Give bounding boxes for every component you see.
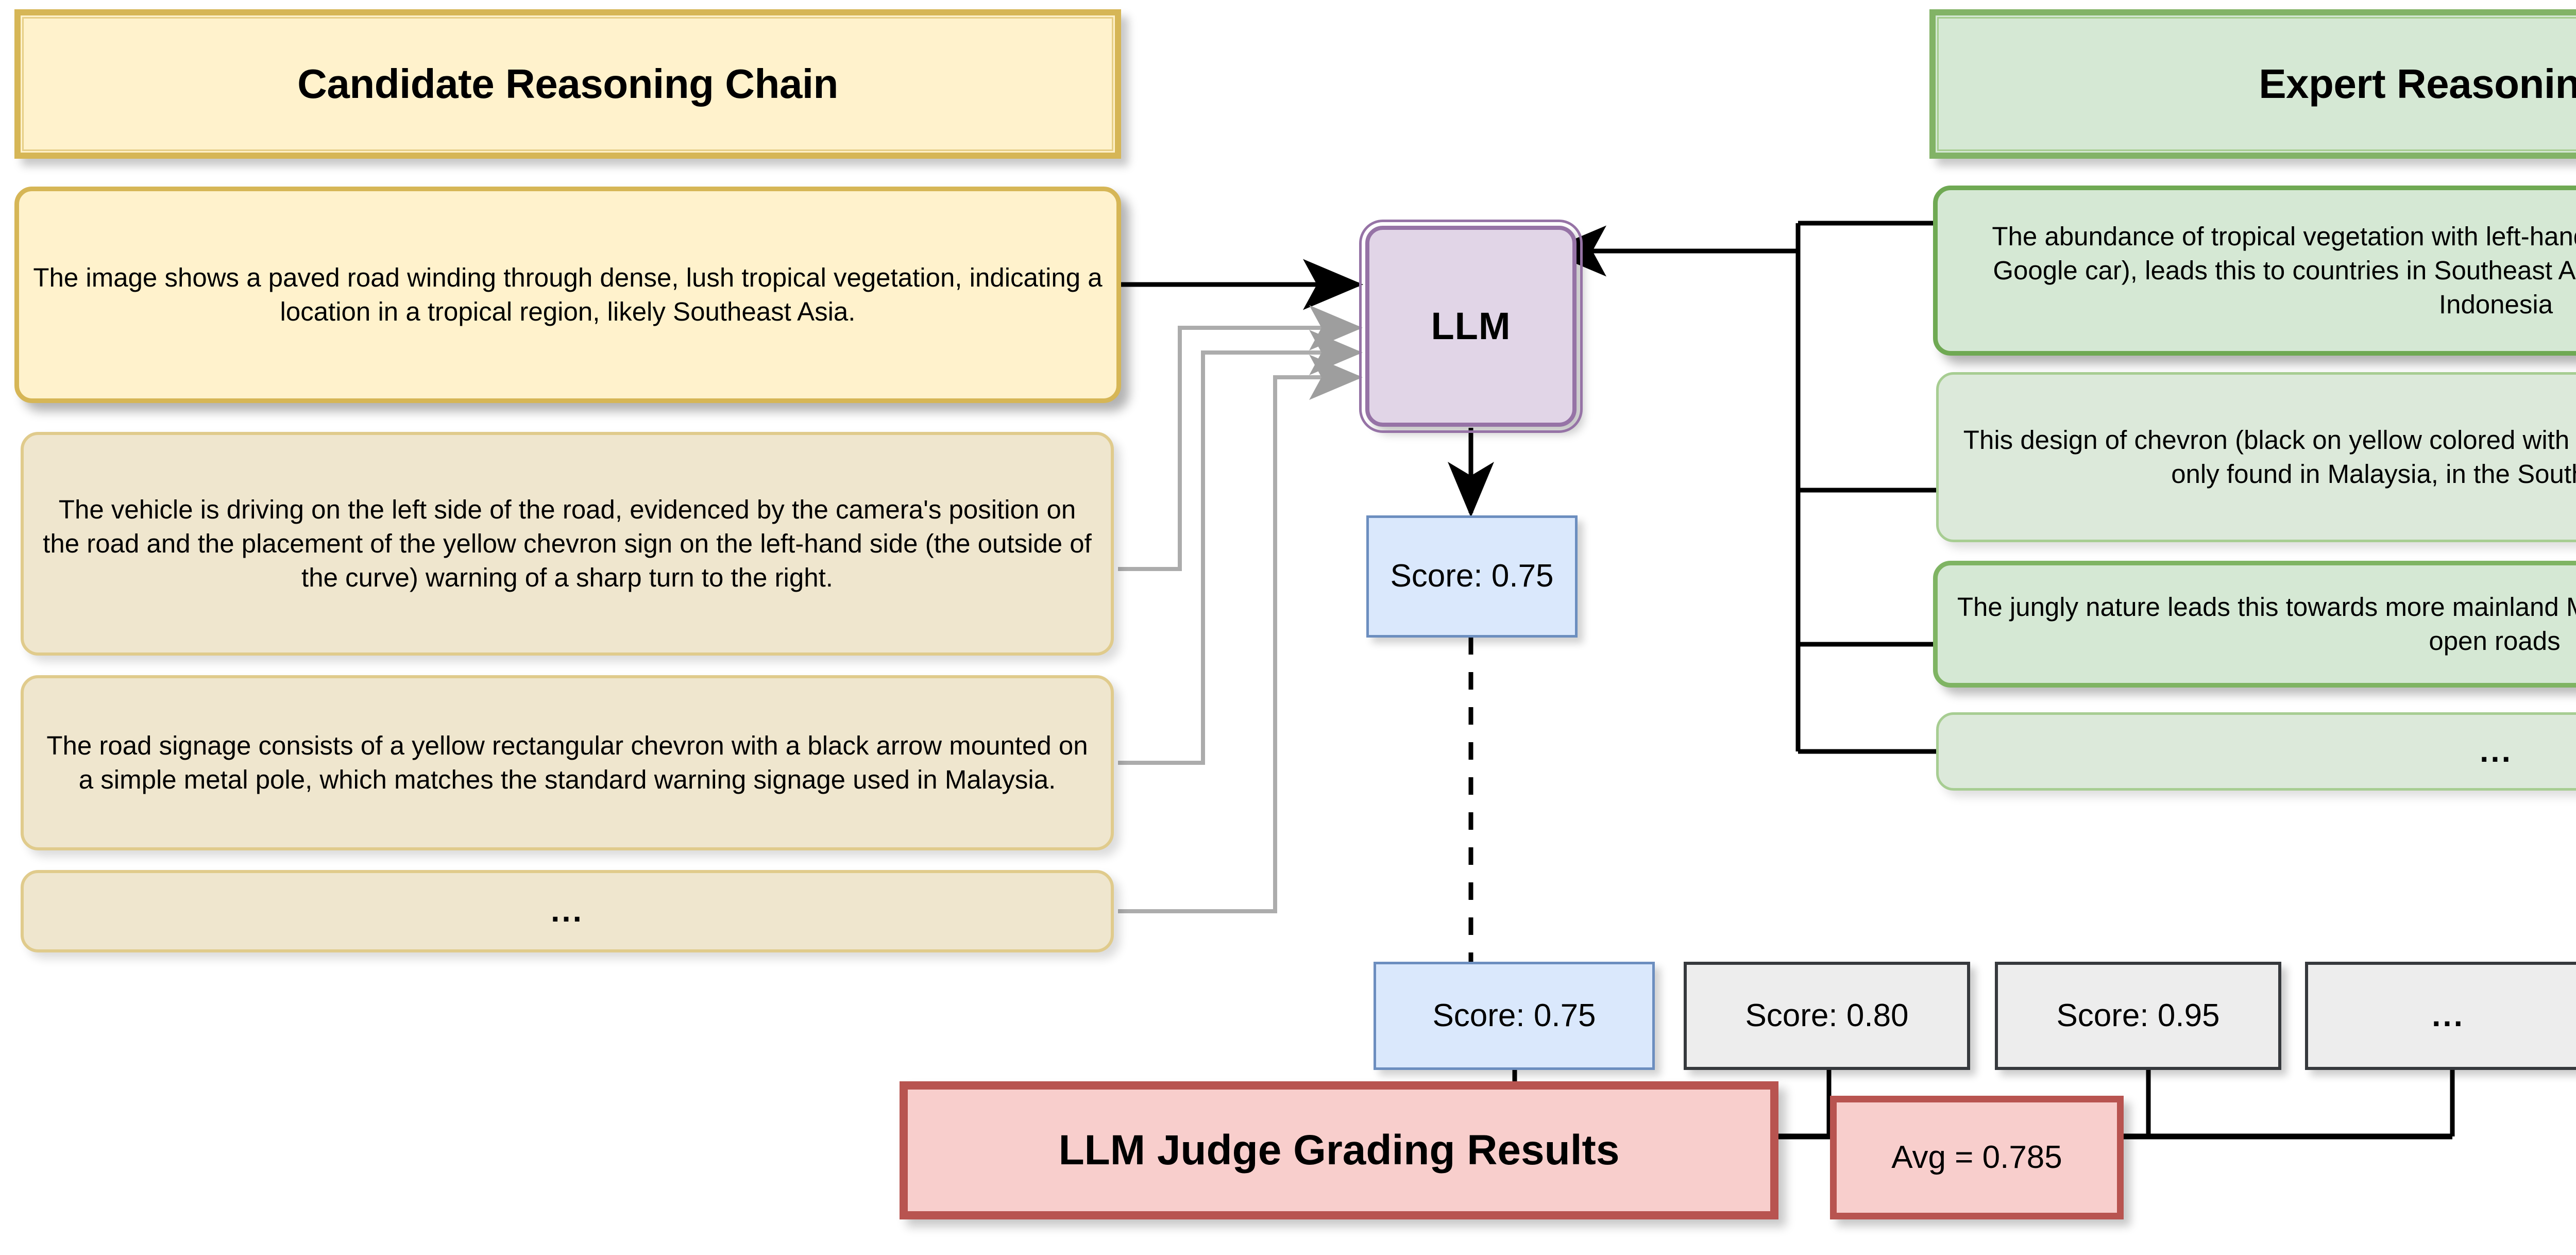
expert-step-1-text: The abundance of tropical vegetation wit…: [1992, 221, 2576, 320]
candidate-step-2-text: The vehicle is driving on the left side …: [43, 494, 1092, 593]
candidate-step-3-text: The road signage consists of a yellow re…: [46, 730, 1088, 794]
expert-step-1[interactable]: The abundance of tropical vegetation wit…: [1933, 186, 2576, 356]
candidate-chain-header-label: Candidate Reasoning Chain: [297, 61, 838, 107]
llm-judge-label: LLM: [1431, 304, 1511, 347]
candidate-step-1-text: The image shows a paved road winding thr…: [33, 262, 1103, 326]
expert-step-2[interactable]: This design of chevron (black on yellow …: [1936, 372, 2576, 542]
score-item-2[interactable]: Score: 0.80: [1684, 962, 1970, 1070]
wire-candidate-3: [1118, 330, 1363, 765]
score-item-2-label: Score: 0.80: [1745, 997, 1909, 1033]
grading-results-bar: LLM Judge Grading Results: [900, 1081, 1778, 1219]
expert-step-3[interactable]: The jungly nature leads this towards mor…: [1933, 561, 2576, 688]
candidate-step-3[interactable]: The road signage consists of a yellow re…: [21, 675, 1114, 850]
wire-candidate-4: [1118, 355, 1363, 913]
expert-step-2-text: This design of chevron (black on yellow …: [1963, 425, 2576, 489]
score-item-4-label: ...: [2432, 997, 2465, 1033]
score-item-1[interactable]: Score: 0.75: [1374, 962, 1655, 1070]
llm-judge-node[interactable]: LLM: [1359, 220, 1583, 433]
average-score-box: Avg = 0.785: [1830, 1096, 2124, 1219]
expert-step-3-text: The jungly nature leads this towards mor…: [1957, 592, 2576, 656]
candidate-chain-header: Candidate Reasoning Chain: [14, 9, 1121, 159]
candidate-step-1[interactable]: The image shows a paved road winding thr…: [14, 187, 1121, 403]
score-item-3-label: Score: 0.95: [2056, 997, 2220, 1033]
candidate-step-2[interactable]: The vehicle is driving on the left side …: [21, 432, 1114, 656]
score-item-1-label: Score: 0.75: [1432, 997, 1596, 1033]
grading-results-label: LLM Judge Grading Results: [1058, 1126, 1620, 1174]
expert-step-ellipsis[interactable]: ...: [1936, 712, 2576, 791]
score-item-3[interactable]: Score: 0.95: [1995, 962, 2281, 1070]
primary-score-box[interactable]: Score: 0.75: [1366, 515, 1578, 638]
expert-chain-header-label: Expert Reasoning Chain: [2259, 61, 2576, 107]
candidate-step-ellipsis[interactable]: ...: [21, 870, 1114, 952]
expert-chain-header: Expert Reasoning Chain: [1929, 9, 2576, 159]
wire-candidate-2: [1118, 305, 1363, 571]
score-item-4[interactable]: ...: [2305, 962, 2576, 1070]
primary-score-label: Score: 0.75: [1390, 558, 1554, 594]
expert-step-ellipsis-text: ...: [2480, 733, 2513, 769]
average-score-label: Avg = 0.785: [1891, 1139, 2062, 1175]
candidate-step-ellipsis-text: ...: [551, 893, 584, 929]
